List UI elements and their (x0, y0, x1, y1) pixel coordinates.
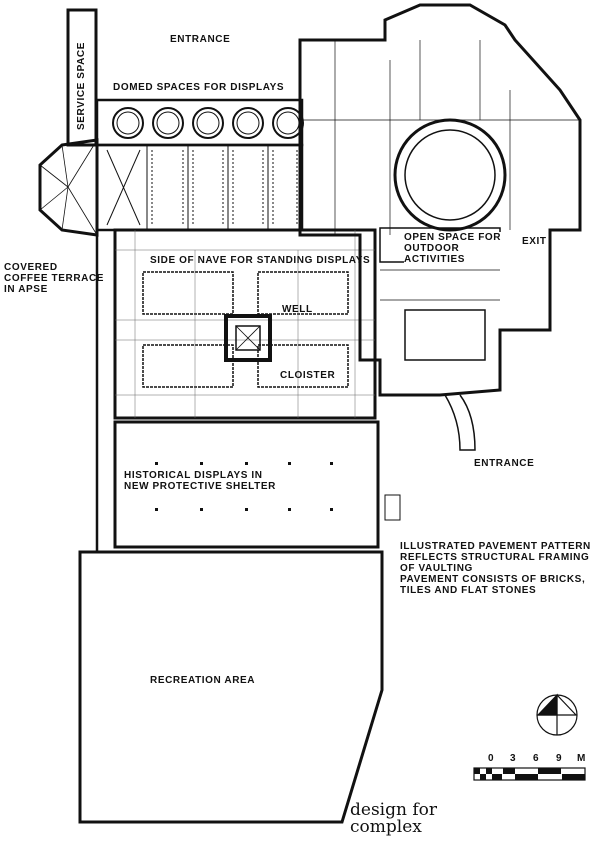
drawing-title: design for complex (350, 800, 437, 837)
covered-terrace-label: COVERED COFFEE TERRACE IN APSE (4, 262, 105, 295)
domed-spaces-label: DOMED SPACES FOR DISPLAYS (113, 82, 285, 93)
scale-tick: 6 (533, 753, 539, 764)
recreation-area (78, 550, 384, 824)
scale-tick: 3 (510, 753, 516, 764)
protective-shelter (113, 420, 380, 549)
scale-bar (473, 767, 586, 781)
east-complex (298, 3, 582, 521)
domed-spaces (95, 98, 304, 147)
pavement-notes: ILLUSTRATED PAVEMENT PATTERN REFLECTS ST… (400, 541, 591, 596)
well (224, 314, 272, 362)
cloister (113, 228, 377, 420)
open-space-label: OPEN SPACE FOR OUTDOOR ACTIVITIES (404, 232, 502, 265)
well-label: WELL (282, 304, 313, 315)
service-space-room (66, 8, 98, 147)
entrance-top-label: ENTRANCE (170, 34, 231, 45)
north-arrow-icon (536, 693, 578, 736)
historical-displays-label: HISTORICAL DISPLAYS IN NEW PROTECTIVE SH… (124, 470, 276, 492)
scale-tick: M (577, 753, 586, 764)
entrance-right-label: ENTRANCE (474, 458, 535, 469)
recreation-area-label: RECREATION AREA (150, 675, 256, 686)
scale-tick: 0 (488, 753, 494, 764)
side-of-nave-label: SIDE OF NAVE FOR STANDING DISPLAYS (150, 255, 371, 266)
exit-label: EXIT (522, 236, 547, 247)
vaulted-bays (95, 143, 304, 232)
cloister-label: CLOISTER (280, 370, 336, 381)
service-space-label: SERVICE SPACE (76, 41, 87, 130)
scale-tick: 9 (556, 753, 562, 764)
